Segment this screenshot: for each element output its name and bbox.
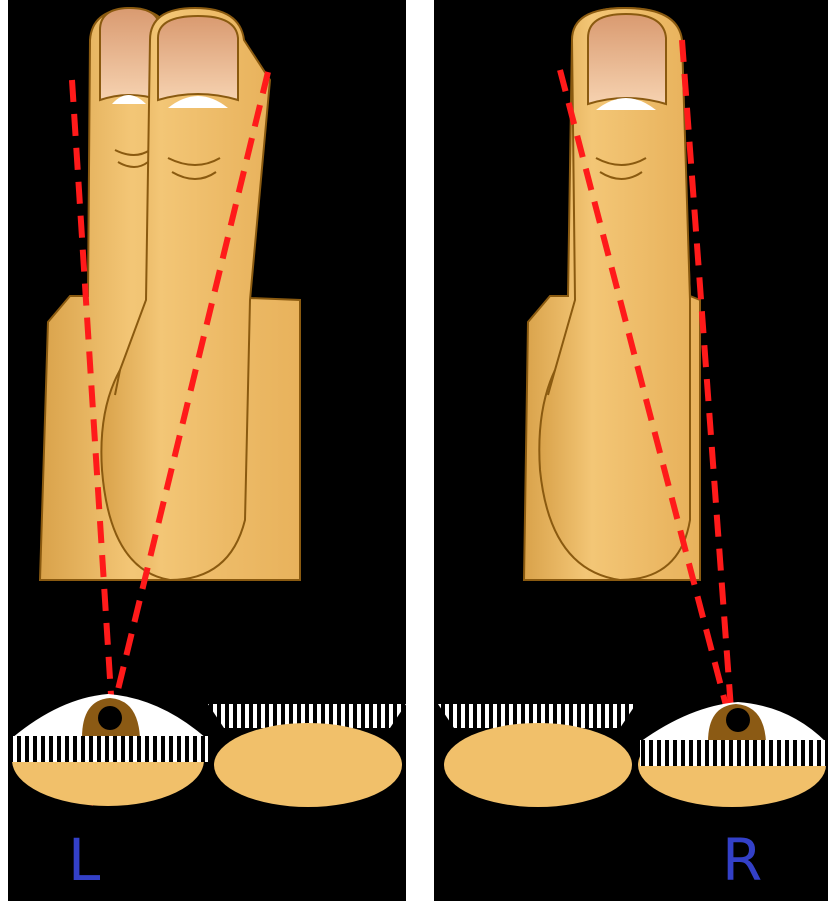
left-front-thumbnail bbox=[158, 16, 238, 100]
right-closed-eye-lid bbox=[444, 723, 632, 807]
right-eye-pupil bbox=[726, 708, 750, 732]
left-panel: L bbox=[8, 0, 406, 901]
right-closed-eye bbox=[438, 704, 636, 807]
right-panel: R bbox=[434, 0, 828, 901]
right-eye-lashes bbox=[640, 740, 826, 766]
left-eye-pupil bbox=[98, 706, 122, 730]
right-panel-label: R bbox=[722, 826, 762, 894]
right-thumbnail bbox=[588, 14, 666, 104]
left-eye-lashes bbox=[10, 736, 208, 762]
left-closed-eye bbox=[208, 704, 406, 807]
left-panel-label: L bbox=[68, 826, 100, 894]
left-closed-eye-lid bbox=[214, 723, 402, 807]
panel-divider bbox=[406, 0, 434, 901]
